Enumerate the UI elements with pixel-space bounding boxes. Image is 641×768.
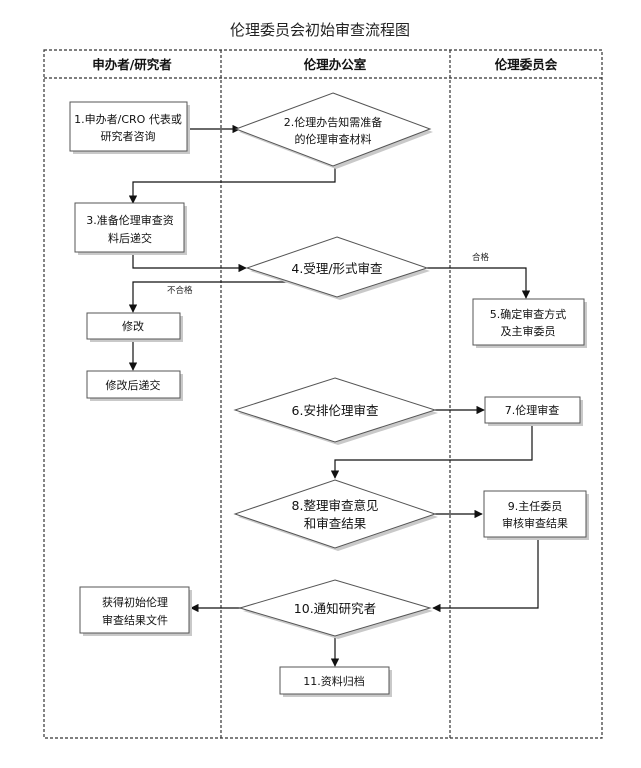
lane-header-sponsor: 申办者/研究者 — [92, 57, 172, 72]
node-11-archive: 11.资料归档 — [279, 666, 392, 697]
edge-7-8 — [330, 424, 533, 479]
node-4-label: 4.受理/形式审查 — [291, 261, 383, 276]
node-5-line-1: 5.确定审查方式 — [490, 307, 567, 321]
node-result-line-1: 获得初始伦理 — [102, 595, 168, 609]
node-1-line-2: 研究者咨询 — [101, 129, 156, 143]
node-11-label: 11.资料归档 — [303, 674, 365, 688]
edge-label-pass: 合格 — [472, 252, 490, 263]
node-3-submit-materials: 3.准备伦理审查资 料后递交 — [74, 202, 187, 255]
edge-9-10 — [432, 539, 539, 613]
node-5-determine-review-method: 5.确定审查方式 及主审委员 — [472, 298, 587, 348]
node-modify: 修改 — [86, 312, 183, 342]
node-result-document: 获得初始伦理 审查结果文件 — [79, 586, 192, 636]
node-3-line-2: 料后递交 — [108, 231, 152, 245]
lane-header-ethics-committee: 伦理委员会 — [495, 57, 558, 72]
node-2-line-1: 2.伦理办告知需准备 — [284, 115, 383, 129]
node-2-notify-materials: 2.伦理办告知需准备 的伦理审查材料 — [234, 92, 433, 169]
node-7-ethics-review: 7.伦理审查 — [484, 396, 583, 426]
node-6-arrange-review: 6.安排伦理审查 — [233, 377, 438, 445]
node-1-line-1: 1.申办者/CRO 代表或 — [74, 112, 182, 126]
node-6-label: 6.安排伦理审查 — [292, 403, 379, 418]
edge-label-fail: 不合格 — [167, 285, 193, 296]
edge-4-m1-fail — [128, 281, 290, 313]
node-3-line-1: 3.准备伦理审查资 — [86, 213, 174, 227]
node-8-line-1: 8.整理审查意见 — [292, 498, 379, 513]
edge-4-5-pass — [427, 267, 531, 299]
node-4-acceptance-review: 4.受理/形式审查 — [245, 236, 430, 300]
edge-2-3 — [128, 166, 336, 204]
node-9-line-1: 9.主任委员 — [508, 500, 563, 513]
node-10-notify-researcher: 10.通知研究者 — [238, 579, 433, 639]
lane-header-ethics-office: 伦理办公室 — [304, 57, 367, 72]
node-resubmit-label: 修改后递交 — [106, 378, 161, 392]
node-2-line-2: 的伦理审查材料 — [295, 132, 372, 146]
node-8-compile-opinions: 8.整理审查意见 和审查结果 — [233, 479, 438, 551]
node-7-label: 7.伦理审查 — [505, 403, 560, 417]
node-10-label: 10.通知研究者 — [294, 601, 376, 616]
node-9-chair-approval: 9.主任委员 审核审查结果 — [483, 490, 589, 540]
node-result-line-2: 审查结果文件 — [102, 613, 168, 627]
page-title: 伦理委员会初始审查流程图 — [230, 21, 410, 39]
node-1-consultation: 1.申办者/CRO 代表或 研究者咨询 — [69, 101, 190, 154]
node-modify-label: 修改 — [122, 319, 144, 333]
node-resubmit: 修改后递交 — [86, 370, 183, 401]
node-9-line-2: 审核审查结果 — [502, 516, 568, 530]
swimlane-frame — [43, 49, 603, 739]
edge-3-4 — [132, 254, 247, 273]
node-8-line-2: 和审查结果 — [304, 516, 367, 531]
node-5-line-2: 及主审委员 — [501, 324, 556, 338]
edges — [128, 124, 539, 667]
